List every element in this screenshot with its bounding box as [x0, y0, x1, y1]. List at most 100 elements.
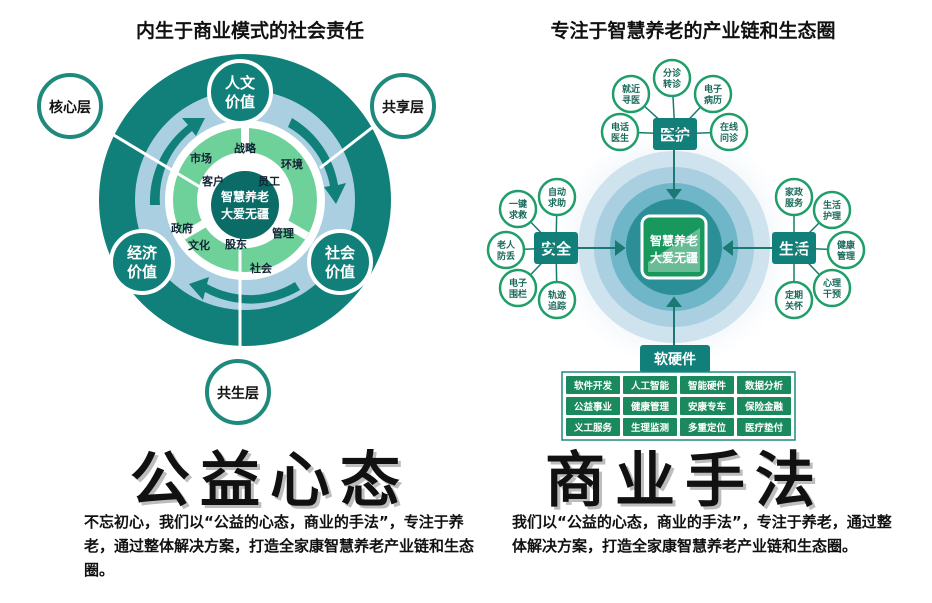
- satellite-label: 自动: [548, 186, 566, 198]
- hardware-cell: [737, 376, 791, 394]
- label-market: 市场: [190, 151, 212, 165]
- svg-text:价值: 价值: [127, 263, 157, 281]
- satellite-label: 电话: [611, 121, 629, 133]
- satellite-node: [693, 74, 733, 114]
- satellite-label: 健康: [837, 239, 856, 251]
- hardware-cell-label: 义工服务: [573, 422, 613, 434]
- right-center-line2: 大爱无疆: [650, 250, 698, 265]
- callout-lines: [91, 118, 383, 362]
- hardware-cell: [680, 397, 734, 415]
- label-employee: 员工: [258, 175, 280, 188]
- hardware-grid: 软件开发人工智能智能硬件数据分析公益事业健康管理安康专车保险金融义工服务生理监测…: [561, 371, 796, 441]
- satellite-node: [709, 112, 749, 152]
- satellite-label: 求助: [548, 197, 566, 209]
- callout-cogrow: 共生层: [205, 359, 271, 425]
- satellite-node: [812, 268, 852, 308]
- hardware-cell: [737, 418, 791, 436]
- right-center-line1: 智慧养老: [649, 233, 698, 248]
- hardware-cell: [623, 376, 677, 394]
- right-center-logo: [640, 214, 708, 280]
- satellite-label: 问诊: [720, 132, 739, 144]
- satellite-label: 分诊: [663, 67, 682, 79]
- satellite-label: 服务: [785, 197, 804, 209]
- satellite-label: 在线: [720, 121, 738, 133]
- satellite-node: [826, 230, 866, 270]
- satellite-label: 护理: [823, 210, 841, 222]
- svg-text:软硬件: 软硬件: [654, 351, 696, 368]
- left-title: 内生于商业模式的社会责任: [135, 20, 364, 42]
- satellite-node: [600, 112, 640, 152]
- satellite-node: [611, 74, 651, 114]
- satellite-label: 轨迹: [548, 289, 566, 301]
- hardware-cell-label: 生理监测: [631, 422, 670, 434]
- satellite-node: [774, 280, 814, 320]
- satellite-node: [486, 230, 526, 270]
- logo-mark-icon: [648, 228, 700, 272]
- satellite-node: [498, 268, 538, 308]
- satellite-label: 医生: [611, 132, 629, 144]
- satellite-label: 就近: [622, 83, 640, 95]
- satellite-label: 寻医: [622, 95, 640, 106]
- satellite-label: 关怀: [785, 300, 803, 312]
- headline-right: 商业手法: [545, 446, 825, 516]
- label-environment: 环境: [281, 157, 303, 171]
- svg-text:价值: 价值: [225, 93, 255, 111]
- svg-text:价值: 价值: [325, 263, 355, 281]
- svg-text:社会: 社会: [324, 244, 355, 262]
- label-society: 社会: [249, 261, 273, 275]
- hardware-cell-label: 智能硬件: [688, 380, 727, 392]
- value-node-top: 人文 价值: [207, 59, 273, 125]
- hardware-cell-label: 医疗垫付: [745, 422, 784, 434]
- label-strategy: 战略: [234, 141, 257, 155]
- satellite-label: 围栏: [509, 288, 527, 300]
- ring-labels: 市场 战略 环境 客户 员工 政府 文化 股东 管理 社会: [171, 141, 303, 275]
- satellite-label: 防丢: [497, 250, 515, 262]
- right-diagram: 智慧养老 大爱无疆 医护 安全 生活 软硬件 就近寻医分诊转诊电子病历电话医生在…: [486, 58, 866, 441]
- label-management: 管理: [272, 226, 294, 240]
- satellite-label: 定期: [784, 289, 803, 301]
- svg-text:经济: 经济: [127, 244, 158, 262]
- hardware-cell-label: 多重定位: [688, 422, 727, 434]
- label-policy: 政府: [171, 221, 193, 235]
- svg-text:核心层: 核心层: [49, 99, 91, 116]
- hardware-cell-label: 保险金融: [744, 401, 784, 413]
- left-center-circle: [211, 171, 279, 239]
- hardware-cell-label: 人工智能: [631, 380, 670, 392]
- hardware-cell-label: 数据分析: [744, 380, 784, 392]
- hardware-cell-label: 软件开发: [574, 380, 613, 392]
- hub-hardware: 软硬件: [640, 345, 710, 373]
- satellite-node: [537, 177, 577, 217]
- hardware-cell: [566, 418, 620, 436]
- headline-left: 公益心态: [130, 446, 410, 516]
- left-center-line1: 智慧养老: [220, 189, 269, 204]
- hardware-cell: [566, 397, 620, 415]
- left-center-line2: 大爱无疆: [221, 206, 269, 221]
- satellite-label: 心理: [823, 278, 841, 289]
- hardware-cell-label: 健康管理: [631, 401, 670, 413]
- satellite-node: [774, 177, 814, 217]
- label-shareholder: 股东: [225, 237, 247, 251]
- callout-shared: 共享层: [370, 73, 436, 139]
- satellite-label: 转诊: [663, 78, 682, 90]
- hardware-cell: [680, 418, 734, 436]
- satellite-node: [652, 58, 692, 98]
- satellite-label: 求救: [509, 209, 528, 221]
- satellite-group: 就近寻医分诊转诊电子病历电话医生在线问诊一键求救自动求助老人防丢电子围栏轨迹追踪…: [486, 58, 866, 320]
- satellite-label: 老人: [496, 239, 516, 251]
- satellite-label: 干预: [823, 289, 841, 300]
- hardware-cell-label: 公益事业: [574, 401, 613, 413]
- satellite-label: 一键: [509, 198, 528, 210]
- hardware-cell: [680, 376, 734, 394]
- value-node-right: 社会 价值: [307, 229, 373, 295]
- hardware-cell: [737, 397, 791, 415]
- hub-arrows: [578, 150, 772, 345]
- left-diagram: 智慧养老 大爱无疆 市场 战略 环境 客户 员工 政府 文化 股东 管理 社会 …: [37, 54, 436, 425]
- svg-text:人文: 人文: [225, 74, 256, 92]
- satellite-node: [498, 189, 538, 229]
- cycle-arrows: [149, 118, 346, 304]
- satellite-node: [537, 280, 577, 320]
- right-title: 专注于智慧养老的产业链和生态圈: [550, 20, 836, 42]
- satellite-label: 生活: [823, 199, 841, 211]
- satellite-label: 追踪: [548, 300, 566, 312]
